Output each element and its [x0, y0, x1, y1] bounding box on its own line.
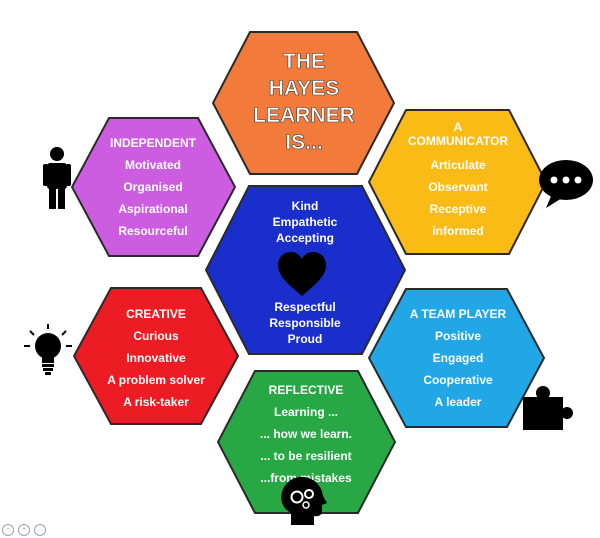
hex-center-line: Kind [292, 199, 319, 213]
speech-bubble-icon [539, 160, 593, 208]
hex-br-line: A TEAM PLAYER [410, 307, 507, 321]
hex-tl-line: INDEPENDENT [110, 136, 197, 150]
hex-center-line: Empathetic [273, 215, 338, 229]
hex-tr-line: Observant [428, 180, 487, 194]
hex-br-line: Positive [435, 329, 481, 343]
hex-tl-line: Motivated [125, 158, 181, 172]
hex-center-line: Respectful [274, 300, 335, 314]
hex-bl-line: CREATIVE [126, 307, 186, 321]
hex-tr-line: Articulate [430, 158, 486, 172]
hex-reflective-text: REFLECTIVE Learning ... ... how we learn..… [260, 383, 352, 485]
hex-tr-line: informed [432, 224, 483, 238]
hex-br-line: A leader [435, 395, 482, 409]
hex-center-line: Responsible [269, 316, 341, 330]
hex-bl-line: Curious [133, 329, 179, 343]
hex-top-text: THE HAYES LEARNER IS... [253, 50, 355, 155]
person-icon [43, 147, 71, 209]
hex-communicator [367, 109, 548, 255]
viewer-controls: − + … [2, 524, 46, 536]
hex-tr-line: A [454, 120, 463, 134]
hex-top-line: LEARNER [253, 104, 355, 127]
hex-independent [70, 117, 237, 257]
hex-bl-line: Innovative [126, 351, 186, 365]
zoom-in-icon[interactable]: + [18, 524, 30, 536]
lightbulb-icon [24, 324, 72, 375]
hex-bottom-line: ... to be resilient [260, 449, 351, 463]
head-gears-icon [281, 476, 327, 525]
hex-center-line: Proud [288, 332, 323, 346]
hex-top-line: THE [283, 50, 325, 73]
more-icon[interactable]: … [34, 524, 46, 536]
hex-tl-line: Aspirational [118, 202, 187, 216]
hex-the-hayes-learner [211, 31, 396, 175]
hex-team-player [367, 288, 546, 428]
heart-icon [278, 252, 326, 296]
hex-top-line: IS... [285, 131, 322, 154]
hex-bottom-line: Learning ... [274, 405, 338, 419]
hex-bl-line: A risk-taker [123, 395, 189, 409]
hex-bl-line: A problem solver [107, 373, 205, 387]
hex-tr-line: Receptive [430, 202, 487, 216]
hex-br-line: Cooperative [423, 373, 493, 387]
hex-center-text: KindEmpatheticAcceptingRespectfulRespons… [269, 199, 341, 346]
hex-tl-line: Organised [123, 180, 182, 194]
hex-center-line: Accepting [276, 231, 334, 245]
hex-br-line: Engaged [433, 351, 484, 365]
puzzle-piece-icon [523, 386, 573, 430]
hex-independent-text: INDEPENDENT MotivatedOrganisedAspirationa… [110, 136, 197, 238]
hex-creative [72, 287, 240, 425]
hex-reflective [216, 370, 397, 514]
hex-bottom-line: ... how we learn. [260, 427, 352, 441]
hex-bottom-line: REFLECTIVE [269, 383, 344, 397]
hex-team-player-text: A TEAM PLAYER PositiveEngagedCooperativeA… [410, 307, 507, 409]
hex-tl-line: Resourceful [118, 224, 187, 238]
hex-tr-line: COMMUNICATOR [408, 134, 509, 148]
zoom-out-icon[interactable]: − [2, 524, 14, 536]
hex-top-line: HAYES [269, 77, 339, 100]
